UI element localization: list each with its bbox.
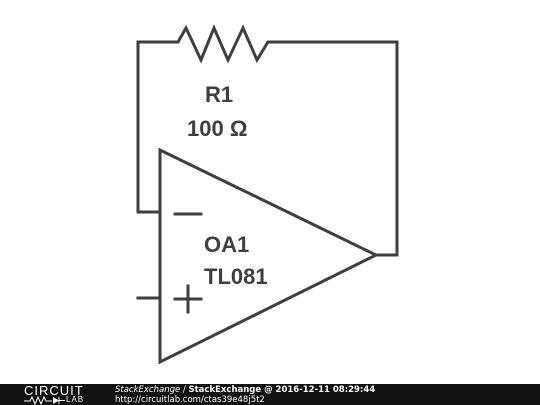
footer-separator: /	[180, 385, 189, 395]
resistor-diode-logo-icon	[24, 396, 65, 405]
footer-bar: CIRCUIT LAB StackExchange / StackExchang…	[0, 384, 540, 405]
circuitlab-logo: CIRCUIT LAB	[24, 384, 94, 405]
opamp-ref-label: OA1	[204, 232, 249, 257]
opamp-part-label: TL081	[204, 264, 268, 289]
resistor-value-label: 100 Ω	[187, 116, 247, 141]
resistor-ref-label: R1	[205, 82, 233, 107]
footer-title: StackExchange @ 2016-12-11 08:29:44	[188, 385, 376, 395]
logo-word: CIRCUIT	[24, 383, 84, 398]
feedback-wire	[136, 24, 399, 257]
opamp-triangle	[158, 147, 380, 365]
footer-credit: StackExchange / StackExchange @ 2016-12-…	[115, 385, 375, 395]
footer-author[interactable]: StackExchange	[115, 385, 181, 395]
footer-url[interactable]: http://circuitlab.com/ctas39e48j5t2	[115, 395, 265, 405]
logo-sub: LAB	[66, 395, 85, 404]
schematic-diagram: R1 100 Ω OA1 TL081	[136, 24, 399, 365]
